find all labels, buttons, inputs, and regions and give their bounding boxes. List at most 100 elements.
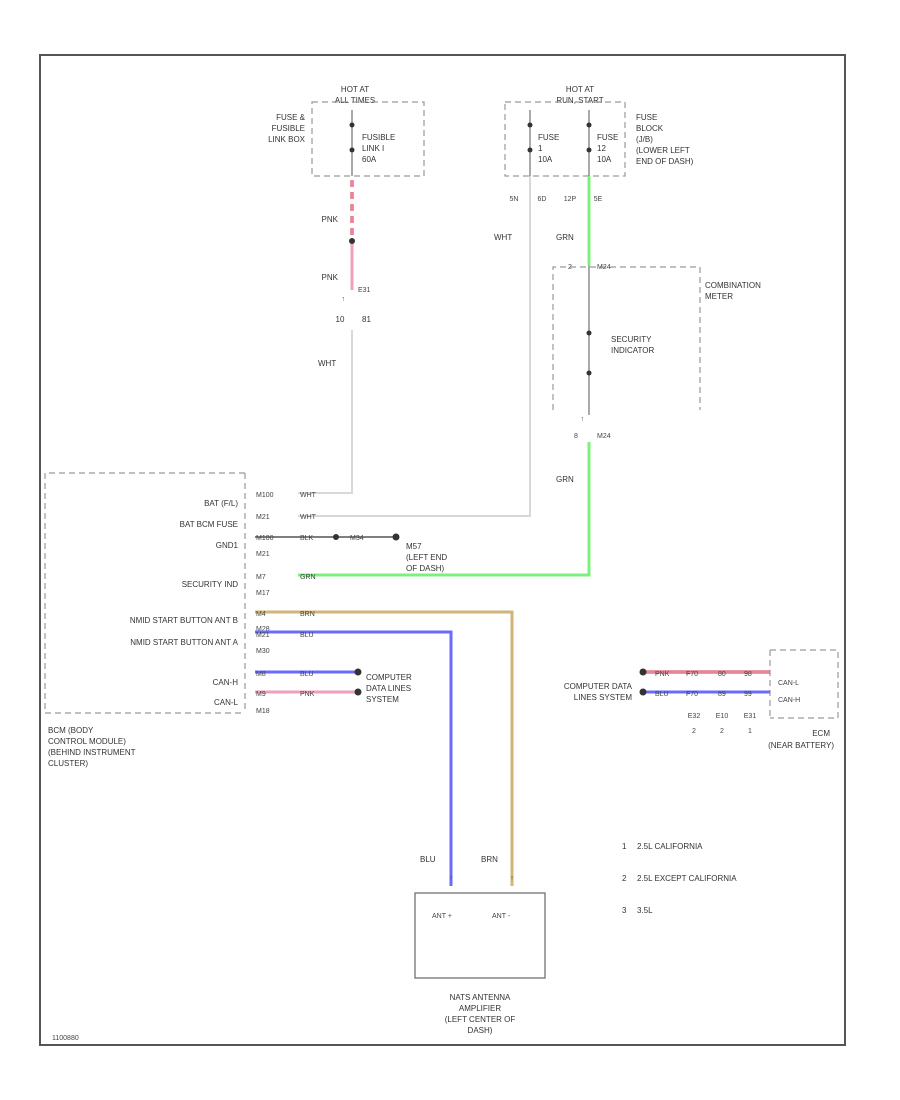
legend-text: 3.5L <box>637 906 653 915</box>
fuse-box-side-label: LINK BOX <box>268 135 306 144</box>
combination-meter: COMBINATION METER 2 M24 SECURITY INDICAT… <box>552 264 761 440</box>
bcm-pin-num: M21 <box>256 551 270 558</box>
ecm-label: (NEAR BATTERY) <box>768 741 834 750</box>
computer-data-lines-right: LINES SYSTEM <box>574 693 633 702</box>
antenna-label: AMPLIFIER <box>459 1004 501 1013</box>
e31-pin-label: 10 <box>336 315 345 324</box>
bcm-pin-num: M17 <box>256 590 270 597</box>
ecm-wire-pin: F70 <box>686 691 698 698</box>
computer-data-lines-left: DATA LINES <box>366 684 411 693</box>
ecm-terminal-label: CAN-L <box>778 680 799 687</box>
fuse-box-header-line: ALL TIMES <box>335 96 375 105</box>
ecm-conn-num: 1 <box>748 728 752 735</box>
fusible-link-label: 60A <box>362 155 377 164</box>
meter-pin-label: 2 <box>568 264 572 271</box>
fuse-pin-label: 5N <box>510 196 519 203</box>
wire-color-label: BRN <box>481 855 498 864</box>
ecm-terminal-label: CAN-H <box>778 697 800 704</box>
fuse-box-outline <box>311 101 425 177</box>
fusible-link-label: LINK I <box>362 144 384 153</box>
bcm-wire-label: BLK <box>300 535 314 542</box>
bcm-label: CLUSTER) <box>48 759 88 768</box>
wire-color-label: PNK <box>322 215 339 224</box>
ecm-wire-pin: F70 <box>686 671 698 678</box>
combination-meter-label: METER <box>705 292 733 301</box>
legend-num: 1 <box>622 842 627 851</box>
fuse-block-side-label: FUSE <box>636 113 657 122</box>
bcm-pin-label: M100 <box>256 492 274 499</box>
meter-conn-label: M24 <box>597 433 611 440</box>
can-h-connector <box>354 668 362 676</box>
wire-blu-ant-a <box>255 630 453 886</box>
computer-data-lines-left: COMPUTER <box>366 673 412 682</box>
bcm-terminal-label: GND1 <box>216 541 239 550</box>
wire-brn-ant-b <box>255 610 514 886</box>
fuse-terminal <box>586 122 592 128</box>
bcm-wire-label: BLU <box>300 632 314 639</box>
bcm-label: (BEHIND INSTRUMENT <box>48 748 136 757</box>
ecm-wire-pin: 80 <box>718 671 726 678</box>
fuse-block-outline <box>504 101 626 177</box>
legend-num: 3 <box>622 906 627 915</box>
security-indicator-label: SECURITY <box>611 335 652 344</box>
fuse-12-label: 10A <box>597 155 612 164</box>
fusible-link-label: FUSIBLE <box>362 133 395 142</box>
wire-grn-meter-to-bcm <box>298 442 591 577</box>
bcm-terminal-label: CAN-L <box>214 698 239 707</box>
wire-color-label: GRN <box>556 475 574 484</box>
fuse-12-label: 12 <box>597 144 606 153</box>
fuse-block-side-label: (LOWER LEFT <box>636 146 690 155</box>
fuse-block-side-label: END OF DASH) <box>636 157 694 166</box>
bcm-label: BCM (BODY <box>48 726 94 735</box>
antenna-label: DASH) <box>468 1026 493 1035</box>
ecm-conn-label: E10 <box>716 713 729 720</box>
ground-label: (LEFT END <box>406 553 447 562</box>
combination-meter-label: COMBINATION <box>705 281 761 290</box>
ecm-can-l-connector <box>639 668 647 676</box>
ecm-conn-label: E32 <box>688 713 701 720</box>
fuse-terminal <box>527 122 533 128</box>
bcm-pin-label: M7 <box>256 574 266 581</box>
fuse-box-side-label: FUSIBLE <box>272 124 305 133</box>
wire-color-label: WHT <box>318 359 336 368</box>
bcm-module: BAT (F/L) BAT BCM FUSE GND1 SECURITY IND… <box>44 472 246 768</box>
ecm-label: ECM <box>812 729 830 738</box>
bcm-wire-label: WHT <box>300 492 317 499</box>
bcm-pin-label: M4 <box>256 611 266 618</box>
splice-point <box>349 238 355 244</box>
connector-pin: ↑ <box>449 875 453 882</box>
fuse-box-header-line: HOT AT <box>341 85 369 94</box>
antenna-label: NATS ANTENNA <box>450 993 511 1002</box>
fusible-link-terminal <box>349 122 355 128</box>
connector-pin: ↑ <box>342 296 346 303</box>
ecm-can-h-connector <box>639 688 647 696</box>
wire-color-label: GRN <box>556 233 574 242</box>
fuse-pin-label: 5E <box>594 196 603 203</box>
fuse-pin-label: 6D <box>538 196 547 203</box>
fuse-block-hot-run-start: HOT AT RUN, START FUSE BLOCK (J/B) (LOWE… <box>504 85 694 177</box>
bcm-wire-label: WHT <box>300 514 317 521</box>
ground-splice <box>333 534 339 540</box>
ecm-wire-color: BLU <box>655 691 669 698</box>
nats-antenna-amplifier: ↑ ↑ ANT + ANT - NATS ANTENNA AMPLIFIER (… <box>414 875 546 1035</box>
ecm-conn-num: 2 <box>692 728 696 735</box>
bcm-terminal-label: CAN-H <box>213 678 239 687</box>
ground-point <box>392 533 400 541</box>
bcm-terminal-label: BAT (F/L) <box>204 499 238 508</box>
ecm-wire-color: PNK <box>655 671 670 678</box>
wire-color-label: PNK <box>322 273 339 282</box>
fuse-terminal <box>586 147 592 153</box>
fuse-12-label: FUSE <box>597 133 618 142</box>
bcm-pin-label: M21 <box>256 514 270 521</box>
connector-label: E31 <box>358 287 371 294</box>
bcm-pin-num: M30 <box>256 648 270 655</box>
wire-color-label: BLU <box>420 855 436 864</box>
fuse-1-label: FUSE <box>538 133 559 142</box>
antenna-pin-label: ANT - <box>492 913 511 920</box>
bcm-terminal-label: NMID START BUTTON ANT A <box>130 638 238 647</box>
bcm-pin-num: M18 <box>256 708 270 715</box>
bcm-label: CONTROL MODULE) <box>48 737 126 746</box>
bcm-wire-label: BLU <box>300 671 314 678</box>
bcm-pin-label: M9 <box>256 691 266 698</box>
